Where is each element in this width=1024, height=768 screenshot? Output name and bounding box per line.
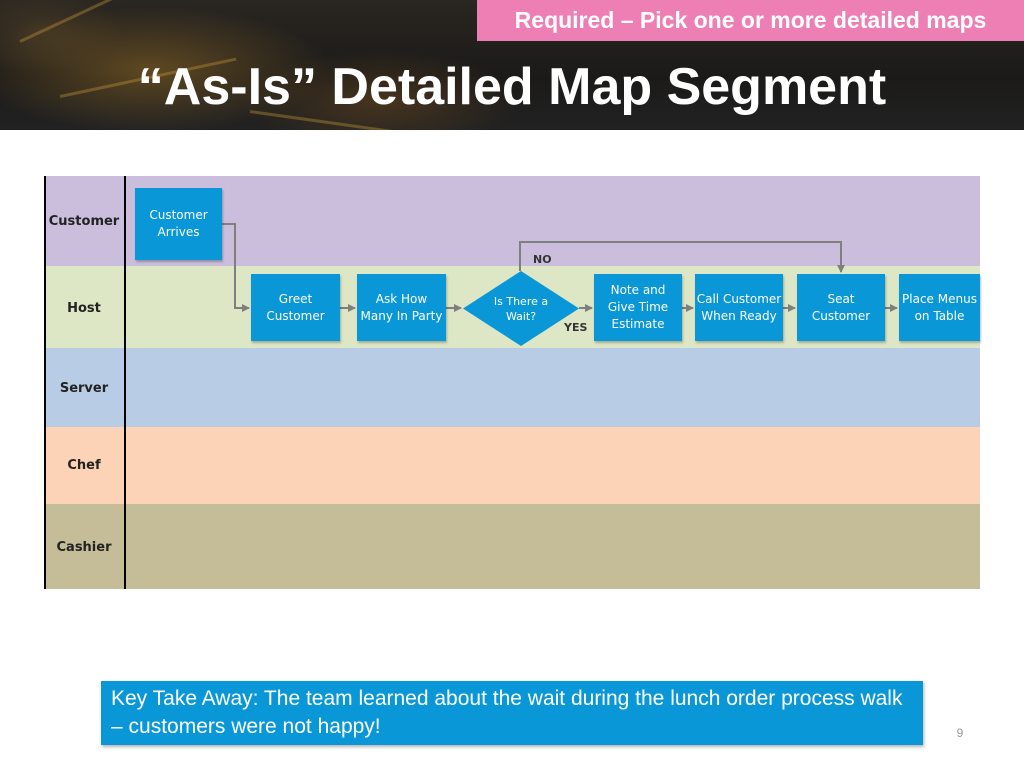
lane-cashier: [44, 504, 980, 589]
decision-wait-label: Is There a Wait?: [493, 294, 549, 323]
arrow-arrives-to-greet: [222, 223, 250, 312]
arrow-no-to-seat: [519, 241, 845, 273]
lane-server: [44, 348, 980, 427]
step-note-estimate: Note and Give Time Estimate: [594, 274, 682, 341]
step-place-menus: Place Menus on Table: [899, 274, 980, 341]
decision-diamond: [463, 271, 579, 346]
lane-label-host: Host: [67, 301, 101, 316]
step-place-menus-label: Place Menus on Table: [902, 291, 977, 323]
header-banner: Required – Pick one or more detailed map…: [0, 0, 1024, 130]
step-customer-arrives: Customer Arrives: [135, 188, 222, 260]
yes-label: YES: [564, 321, 588, 334]
lane-chef: [44, 427, 980, 504]
lane-label-cashier: Cashier: [56, 540, 112, 555]
no-label: NO: [533, 253, 552, 266]
step-call-customer-label: Call Customer When Ready: [696, 291, 782, 323]
flow-arrows: [222, 223, 898, 312]
lane-label-server: Server: [59, 381, 109, 396]
step-call-customer: Call Customer When Ready: [695, 274, 783, 341]
lane-label-customer: Customer: [48, 214, 120, 229]
step-ask-party-size-label: Ask How Many In Party: [360, 291, 443, 323]
required-tag: Required – Pick one or more detailed map…: [477, 0, 1024, 41]
step-note-estimate-label: Note and Give Time Estimate: [607, 283, 669, 331]
page-title: “As-Is” Detailed Map Segment: [137, 58, 887, 116]
key-takeaway: Key Take Away: The team learned about th…: [101, 681, 923, 745]
step-greet-customer: Greet Customer: [251, 274, 340, 341]
step-seat-customer: Seat Customer: [797, 274, 885, 341]
lane-label-divider: [124, 176, 126, 589]
banner-texture: [19, 0, 130, 43]
step-ask-party-size: Ask How Many In Party: [357, 274, 446, 341]
step-seat-customer-label: Seat Customer: [811, 291, 871, 323]
step-greet-customer-label: Greet Customer: [266, 291, 325, 323]
page-number: 9: [956, 726, 964, 740]
lane-label-chef: Chef: [67, 458, 101, 473]
lane-border-left: [44, 176, 46, 589]
swimlane-diagram: Customer Host Server Chef Cashier Custom…: [44, 176, 980, 589]
step-customer-arrives-label: Customer Arrives: [149, 208, 208, 239]
decision-wait: Is There a Wait?: [463, 271, 579, 346]
